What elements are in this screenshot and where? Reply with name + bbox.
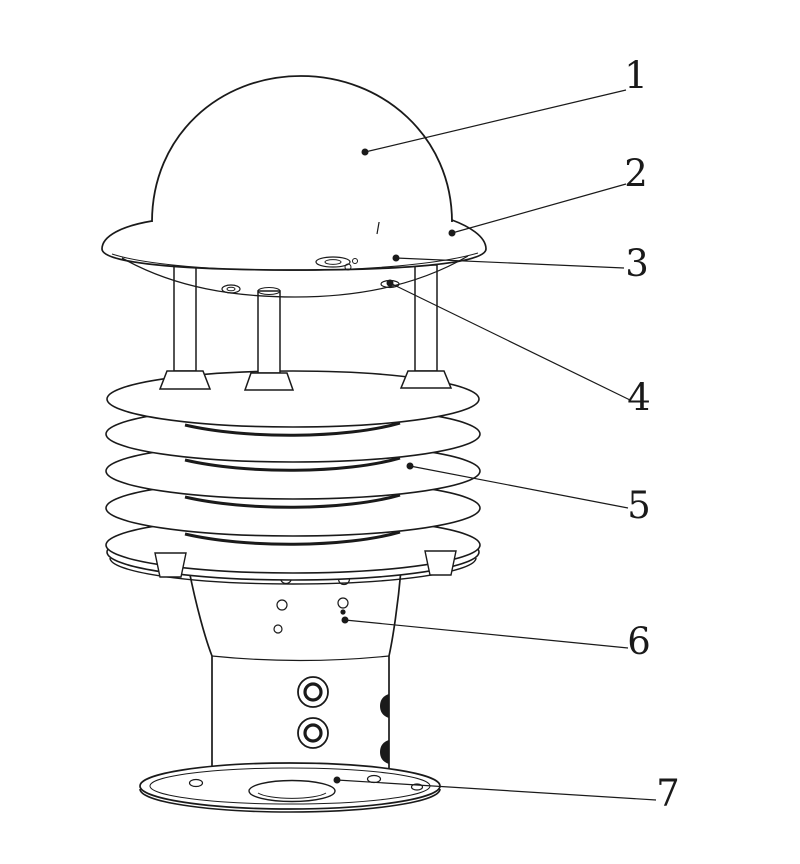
callout-1-leader [364, 89, 627, 153]
callouts: 1 2 3 4 5 6 7 [333, 54, 680, 815]
callout-4-dot [386, 279, 394, 287]
support-posts [158, 264, 453, 391]
plate-screw [344, 263, 352, 271]
post-middle [257, 290, 281, 374]
callout-1-dot [361, 148, 369, 156]
cylinder-seam [211, 655, 390, 662]
plate-fitting-inner [324, 259, 342, 265]
base-flange [139, 762, 441, 813]
callout-5-label: 5 [627, 484, 651, 527]
callout-3-dot [392, 254, 400, 262]
louver-gap-shadow [184, 421, 401, 437]
callout-7-dot [333, 776, 341, 784]
callout-5-dot [406, 462, 414, 470]
callout-6: 6 [341, 616, 651, 663]
post-left-foot [158, 370, 212, 390]
callout-4: 4 [386, 279, 651, 419]
plate-screw [352, 258, 358, 264]
connector-upper [297, 676, 329, 708]
callout-6-leader [344, 619, 629, 649]
callout-5-leader [409, 465, 629, 509]
callout-2: 2 [448, 152, 648, 237]
callout-2-dot [448, 229, 456, 237]
rim-under-edge [111, 252, 479, 271]
taper-screw [340, 609, 346, 615]
callout-4-label: 4 [627, 376, 651, 419]
callout-1-label: 1 [624, 54, 648, 97]
callout-2-label: 2 [624, 152, 648, 195]
flange-bolt-hole [410, 783, 424, 791]
flange-bolt-hole [188, 778, 204, 788]
callout-3-leader [395, 257, 625, 269]
flange-center-opening [248, 779, 336, 803]
connector-inner-ring [303, 723, 323, 743]
taper-hole [337, 597, 349, 609]
top-cap [101, 75, 487, 298]
louver-gap-shadow [184, 456, 401, 472]
flange-center-opening-depth [257, 792, 327, 799]
connector-inner-ring [303, 682, 323, 702]
post-right-foot [399, 370, 453, 389]
louver-gap-shadow [184, 493, 401, 509]
taper-hole [273, 624, 283, 634]
stack-mounting-tab [424, 550, 457, 576]
callout-7-label: 7 [656, 772, 680, 815]
plate-fitting [315, 256, 351, 268]
callout-2-leader [451, 183, 627, 234]
stack-mounting-tab [154, 552, 187, 578]
callout-4-leader [389, 282, 631, 401]
flange-thickness-edge [139, 788, 441, 813]
connector-outer-ring [297, 717, 329, 749]
callout-7: 7 [333, 772, 680, 815]
connector-lower [297, 717, 329, 749]
cap-plate-under-edge [121, 255, 469, 298]
callout-7-leader [336, 779, 657, 801]
taper-and-cylinder-outline [187, 569, 402, 773]
plate-fitting-inner [226, 286, 236, 292]
dome-cap [151, 75, 453, 223]
louver-gap-shadow [184, 530, 401, 546]
louver-stack [105, 370, 481, 585]
post-right [414, 264, 438, 372]
callout-1: 1 [361, 54, 648, 156]
lower-body [187, 569, 402, 773]
post-top-cap [257, 286, 281, 296]
plate-fitting [221, 284, 241, 294]
side-connector [380, 694, 389, 718]
taper-hole [276, 599, 288, 611]
callout-6-dot [341, 616, 349, 624]
callout-3: 3 [392, 242, 649, 285]
side-connector [380, 740, 389, 764]
post-middle-foot [243, 372, 295, 391]
connector-outer-ring [297, 676, 329, 708]
callout-3-label: 3 [625, 242, 649, 285]
callout-6-label: 6 [627, 620, 651, 663]
callout-5: 5 [406, 462, 651, 527]
top-plate-details [221, 256, 400, 296]
stack-bottom-edge [109, 557, 477, 585]
